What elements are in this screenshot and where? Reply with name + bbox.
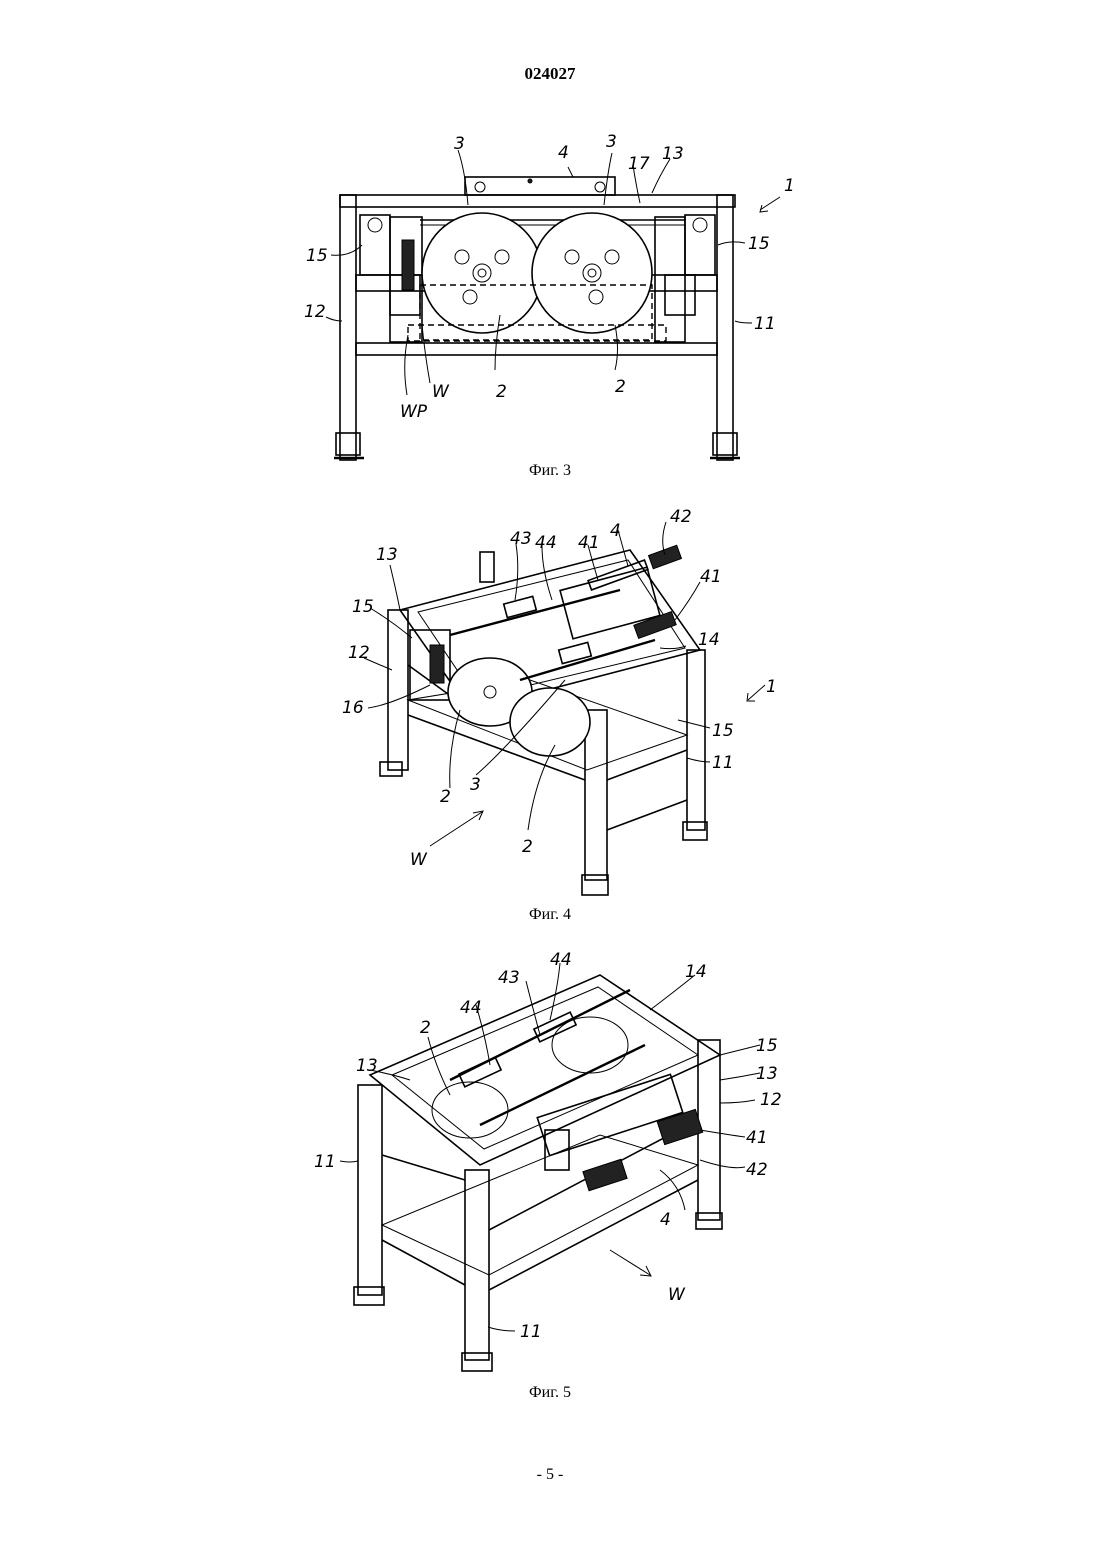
fig3-label: 1 [784,176,795,196]
fig4-label: 41 [578,533,600,553]
fig4-label: 16 [342,698,364,718]
fig4-label: 41 [700,567,722,587]
figure-5-caption: Фиг. 5 [0,1384,1100,1402]
fig4-label: 3 [470,775,481,795]
page-number: - 5 - [0,1466,1100,1484]
fig3-label: 17 [628,154,650,174]
fig3-label: 4 [558,143,569,163]
fig3-label: 15 [748,234,770,254]
fig4-label: W [410,850,428,870]
fig4-label: 1 [766,677,777,697]
fig3-label: 3 [606,132,617,152]
fig4-label: 15 [712,721,734,741]
fig4-label: 14 [698,630,720,650]
figure-3-caption: Фиг. 3 [0,462,1100,480]
fig5-label: 43 [498,968,520,988]
document-number: 024027 [0,64,1100,84]
fig5-label: 12 [760,1090,782,1110]
fig4-label: 11 [712,753,734,773]
fig3-label: 13 [662,144,684,164]
fig4-label: 42 [670,507,692,527]
fig4-label: 44 [535,533,557,553]
fig3-label: 2 [615,377,626,397]
fig4-label: 15 [352,597,374,617]
figure-4-drawing: 42 43 44 41 4 41 13 15 12 14 1 16 15 11 … [330,500,810,910]
fig3-label: 3 [454,134,465,154]
fig4-label: 43 [510,529,532,549]
fig4-label: 2 [522,837,533,857]
fig3-label: 12 [304,302,326,322]
fig5-label: 41 [746,1128,768,1148]
fig5-label: 15 [756,1036,778,1056]
fig5-label: 42 [746,1160,768,1180]
fig5-label: 13 [356,1056,378,1076]
figure-3-drawing: 3 4 3 17 13 1 15 15 12 11 W WP 2 2 [290,125,810,470]
figure-4-caption: Фиг. 4 [0,906,1100,924]
fig3-label: 15 [306,246,328,266]
figure-5-drawing: 44 43 14 44 2 15 13 13 12 41 11 42 4 W 1… [300,945,800,1375]
fig3-label: WP [400,402,428,422]
fig5-label: 2 [420,1018,431,1038]
fig5-label: W [668,1285,686,1305]
fig5-label: 14 [685,962,707,982]
fig5-label: 4 [660,1210,671,1230]
fig5-label: 11 [520,1322,542,1342]
fig3-label: 11 [754,314,776,334]
fig5-label: 11 [314,1152,336,1172]
fig4-label: 13 [376,545,398,565]
fig3-label: 2 [496,382,507,402]
fig5-label: 13 [756,1064,778,1084]
fig5-label: 44 [550,950,572,970]
fig4-label: 12 [348,643,370,663]
fig4-label: 2 [440,787,451,807]
fig3-label: W [432,382,450,402]
fig5-label: 44 [460,998,482,1018]
fig4-label: 4 [610,521,621,541]
